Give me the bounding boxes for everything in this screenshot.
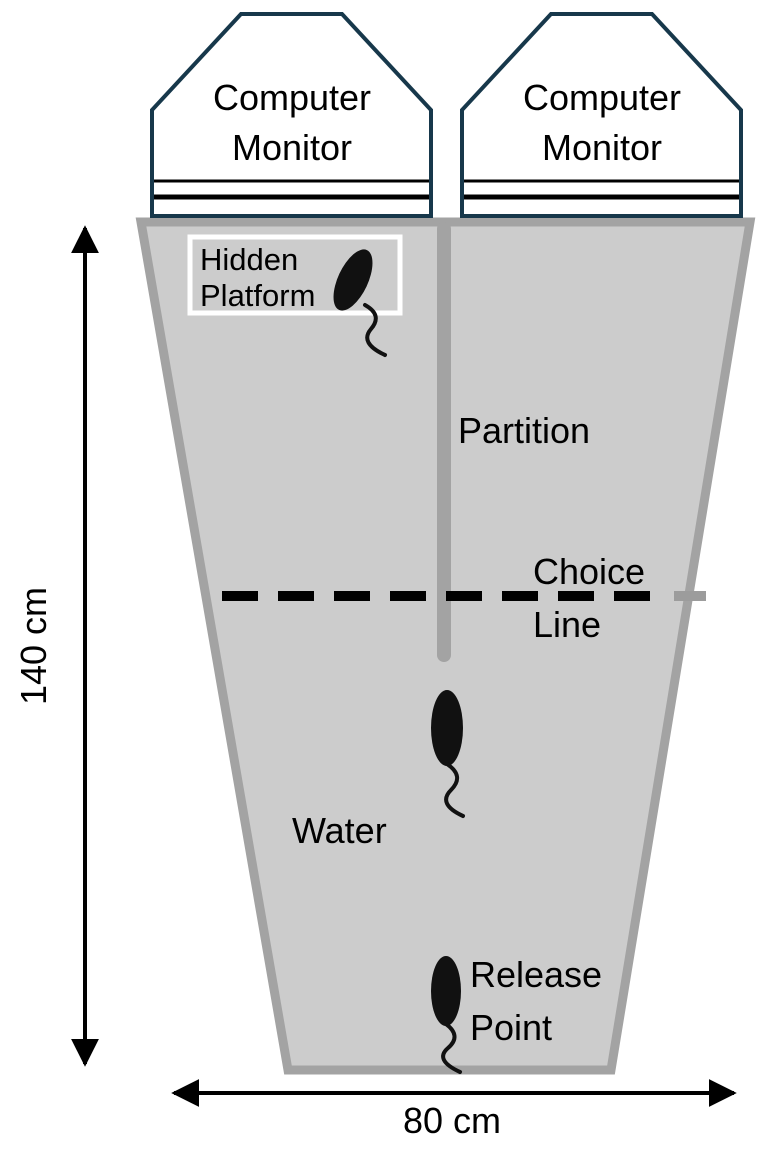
monitor-right-label-line1: Computer [523, 77, 681, 118]
release-point-label-line1: Release [470, 954, 602, 995]
monitor-left-label-line1: Computer [213, 77, 371, 118]
monitor-left-label-line2: Monitor [232, 127, 352, 168]
partition-bar [437, 222, 451, 662]
choice-line-label-line2: Line [533, 604, 601, 645]
height-dimension-label: 140 cm [13, 587, 54, 705]
monitor-left-outline [150, 12, 433, 218]
release-point-label-line2: Point [470, 1007, 552, 1048]
monitor-right-outline [460, 12, 743, 218]
mouse-icon-top [333, 249, 387, 357]
width-dimension-label: 80 cm [403, 1100, 501, 1141]
water-label: Water [292, 810, 387, 851]
width-dimension: 80 cm [171, 1079, 737, 1141]
choice-line-label-line1: Choice [533, 551, 645, 592]
mouse-icon-bottom [431, 956, 462, 1074]
height-dimension: 140 cm [13, 225, 99, 1067]
computer-monitor-right: Computer Monitor [460, 12, 743, 218]
hidden-platform-label-line2: Platform [200, 278, 315, 313]
hidden-platform-box [187, 234, 403, 316]
mouse-icon-middle [431, 690, 465, 818]
computer-monitor-left: Computer Monitor [150, 12, 433, 218]
hidden-platform-label-line1: Hidden [200, 242, 298, 277]
partition-label: Partition [458, 410, 590, 451]
monitor-right-label-line2: Monitor [542, 127, 662, 168]
